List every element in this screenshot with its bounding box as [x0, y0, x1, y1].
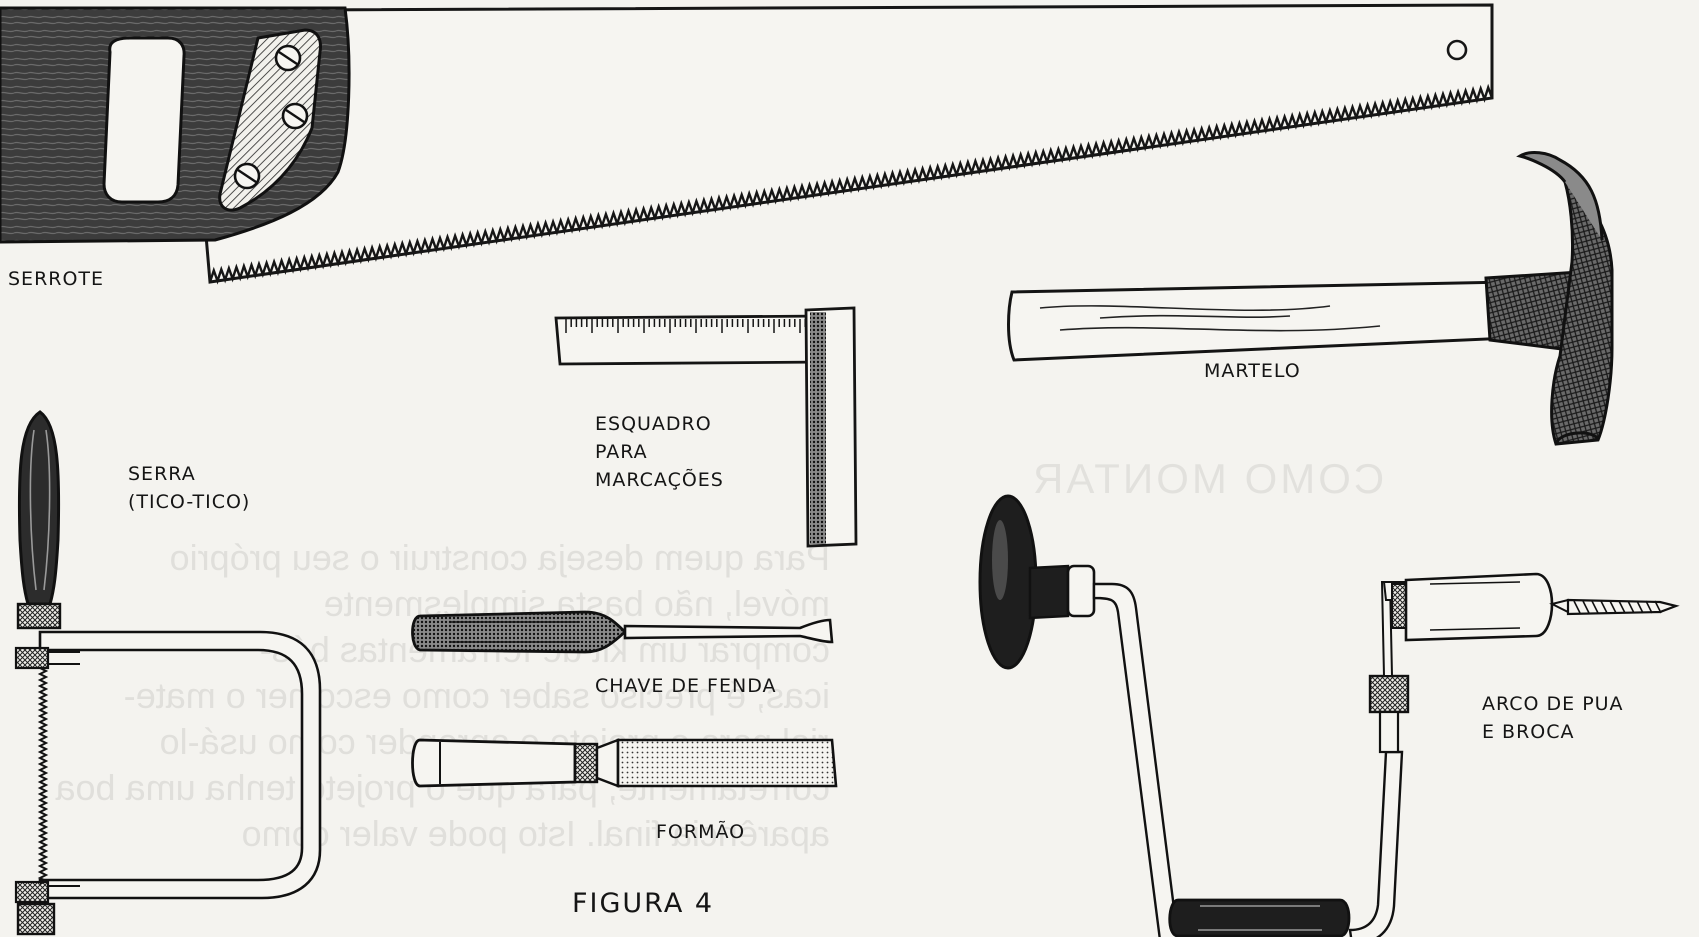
- label-esquadro-line1: ESQUADRO: [595, 413, 712, 435]
- coping-saw-lower-clamp: [14, 880, 50, 904]
- chisel-blade: [616, 738, 838, 788]
- label-arco-de-pua: ARCO DE PUA E BROCA: [1482, 690, 1624, 746]
- coping-saw-handle: [17, 410, 61, 606]
- chave-de-fenda-screwdriver: [411, 610, 834, 654]
- square-ruler-ticks: [565, 319, 812, 333]
- label-esquadro-line2: PARA: [595, 441, 648, 463]
- label-serrote: SERROTE: [8, 268, 105, 290]
- hammer-head: [1550, 178, 1614, 446]
- brace-head-collar: [1066, 564, 1096, 618]
- brace-ratchet: [1368, 674, 1410, 714]
- screwdriver-handle: [411, 610, 628, 654]
- label-arco-line1: ARCO DE PUA: [1482, 693, 1624, 715]
- label-martelo: MARTELO: [1204, 360, 1301, 382]
- label-serra-line2: (TICO-TICO): [128, 491, 251, 513]
- label-serra: SERRA (TICO-TICO): [128, 460, 250, 516]
- label-arco-line2: E BROCA: [1482, 721, 1575, 743]
- saw-screws: [233, 44, 309, 190]
- brace-head-neck: [1028, 564, 1070, 620]
- coping-saw-bottom-nut: [16, 902, 56, 936]
- esquadro-square: [554, 306, 858, 548]
- serra-tico-tico-coping-saw: [14, 410, 322, 936]
- coping-saw-upper-clamp: [14, 646, 50, 670]
- coping-saw-ferrule: [16, 602, 62, 630]
- coping-saw-frame: [38, 630, 322, 900]
- chisel-handle: [411, 738, 577, 788]
- label-chave-de-fenda: CHAVE DE FENDA: [595, 675, 777, 697]
- brace-ratchet-gear: [1391, 583, 1407, 629]
- drill-chuck: [1404, 572, 1554, 642]
- formao-chisel: [411, 738, 838, 788]
- label-esquadro-line3: MARCAÇÕES: [595, 469, 724, 491]
- square-stock-edge: [810, 312, 826, 544]
- brace-grip: [1168, 898, 1351, 937]
- coping-saw-blade: [37, 667, 49, 885]
- saw-teeth: [208, 83, 1494, 285]
- chisel-neck: [595, 738, 620, 788]
- label-serra-line1: SERRA: [128, 463, 196, 485]
- brace-head-pad: [978, 494, 1038, 670]
- hammer-handle: [1007, 280, 1512, 362]
- brace-crank-right: [1348, 750, 1404, 937]
- brace-crank-upper: [1092, 582, 1179, 937]
- figure-caption: FIGURA 4: [572, 888, 715, 919]
- label-esquadro: ESQUADRO PARA MARCAÇÕES: [595, 410, 724, 494]
- martelo-hammer: [1007, 151, 1614, 446]
- chisel-ferrule: [573, 742, 599, 784]
- saw-blade: [202, 3, 1494, 284]
- hammer-wood-grain: [1039, 305, 1381, 332]
- hammer-claw: [1516, 151, 1604, 241]
- arco-de-pua-brace: [978, 494, 1680, 937]
- saw-grip-hole: [102, 36, 186, 204]
- drill-bit-flutes: [1573, 600, 1662, 614]
- label-formao: FORMÃO: [656, 821, 746, 843]
- saw-blade-hole: [1446, 39, 1468, 61]
- screwdriver-shank: [623, 618, 834, 644]
- serrote-saw: [0, 3, 1494, 285]
